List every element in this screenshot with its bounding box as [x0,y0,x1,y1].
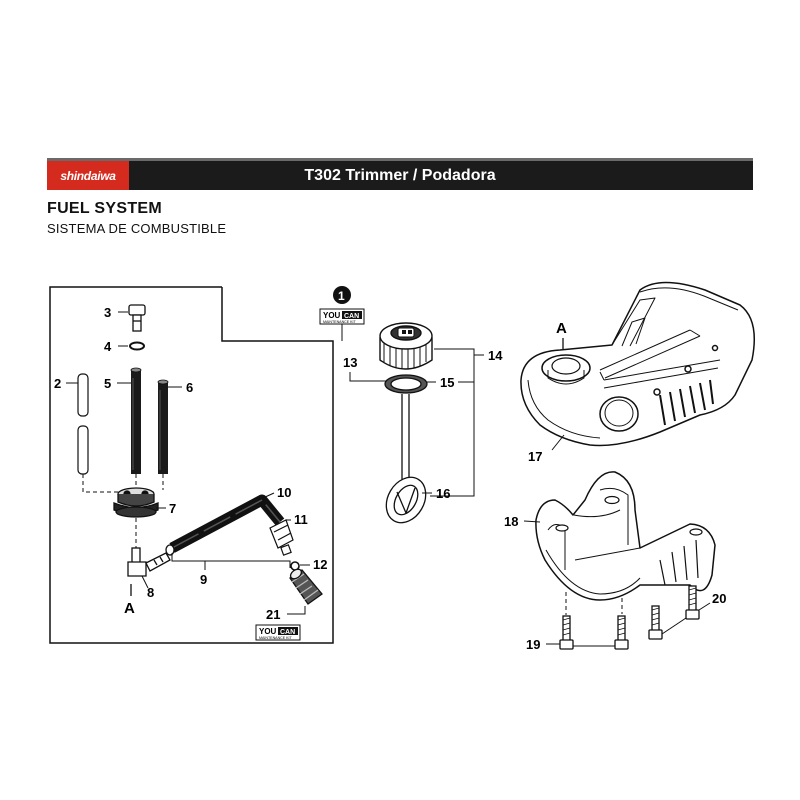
kit-badge-top-you: YOU [323,311,341,320]
part-4-oring [129,341,145,351]
part-3-fitting [128,304,146,332]
label-15: 15 [440,375,454,390]
label-20: 20 [712,591,726,606]
brand-logo-text: shindaiwa [60,168,116,183]
inset-frame [49,286,334,644]
header-bar [47,158,753,190]
kit-badge-bottom-you: YOU [259,627,277,636]
brand-logo: shindaiwa [47,161,129,190]
label-18: 18 [504,514,518,529]
label-2: 2 [54,376,61,391]
marker-a-left: A [124,600,135,617]
part-8-elbow [127,547,171,577]
label-19: 19 [526,637,540,652]
label-4: 4 [104,339,112,354]
bracket-9 [171,553,291,568]
part-16-tether [385,394,427,524]
kit-badge-bottom-text: MAINTENANCE KIT [259,636,293,640]
kit-number-circle [333,286,351,304]
kit-number: 1 [338,289,345,303]
part-20-bolt-right [685,585,700,620]
label-17: 17 [528,449,542,464]
part-10-hose [165,494,285,556]
bolt-guide-lines [565,592,623,615]
part-5-hose [130,367,142,474]
label-10: 10 [277,485,291,500]
part-20-bolt-left [648,605,663,640]
label-3: 3 [104,305,111,320]
kit-badge-bottom-can: CAN [280,629,295,636]
assembly-guide-lines [82,474,164,548]
part-7-grommet [113,487,159,518]
part-19-bolt-right [614,615,629,650]
part-14-fuel-cap [379,322,433,370]
part-17-fuel-tank [520,281,755,447]
part-11-fitting [269,519,294,556]
part-2-tube [77,373,89,475]
label-7: 7 [169,501,176,516]
label-5: 5 [104,376,111,391]
label-16: 16 [436,486,450,501]
label-6: 6 [186,380,193,395]
part-6-hose [157,379,169,474]
part-19-bolt-left [559,615,574,650]
header-band [47,158,753,161]
label-11: 11 [294,512,308,527]
part-21-fuel-filter [289,568,323,605]
model-title: T302 Trimmer / Podadora [304,167,496,184]
section-subtitle: SISTEMA DE COMBUSTIBLE [47,221,227,236]
kit-badge-top: YOU CAN MAINTENANCE KIT [319,308,365,325]
kit-badge-top-text: MAINTENANCE KIT [323,320,357,324]
marker-a-tank: A [556,320,567,337]
part-18-mount [535,471,716,601]
kit-badge-top-can: CAN [344,313,359,320]
label-9: 9 [200,572,207,587]
section-title: FUEL SYSTEM [47,200,163,217]
label-12: 12 [313,557,327,572]
part-15-gasket [384,374,428,394]
label-14: 14 [488,348,503,363]
label-8: 8 [147,585,154,600]
label-21: 21 [266,607,280,622]
kit-badge-bottom: YOU CAN MAINTENANCE KIT [255,624,301,641]
label-13: 13 [343,355,357,370]
